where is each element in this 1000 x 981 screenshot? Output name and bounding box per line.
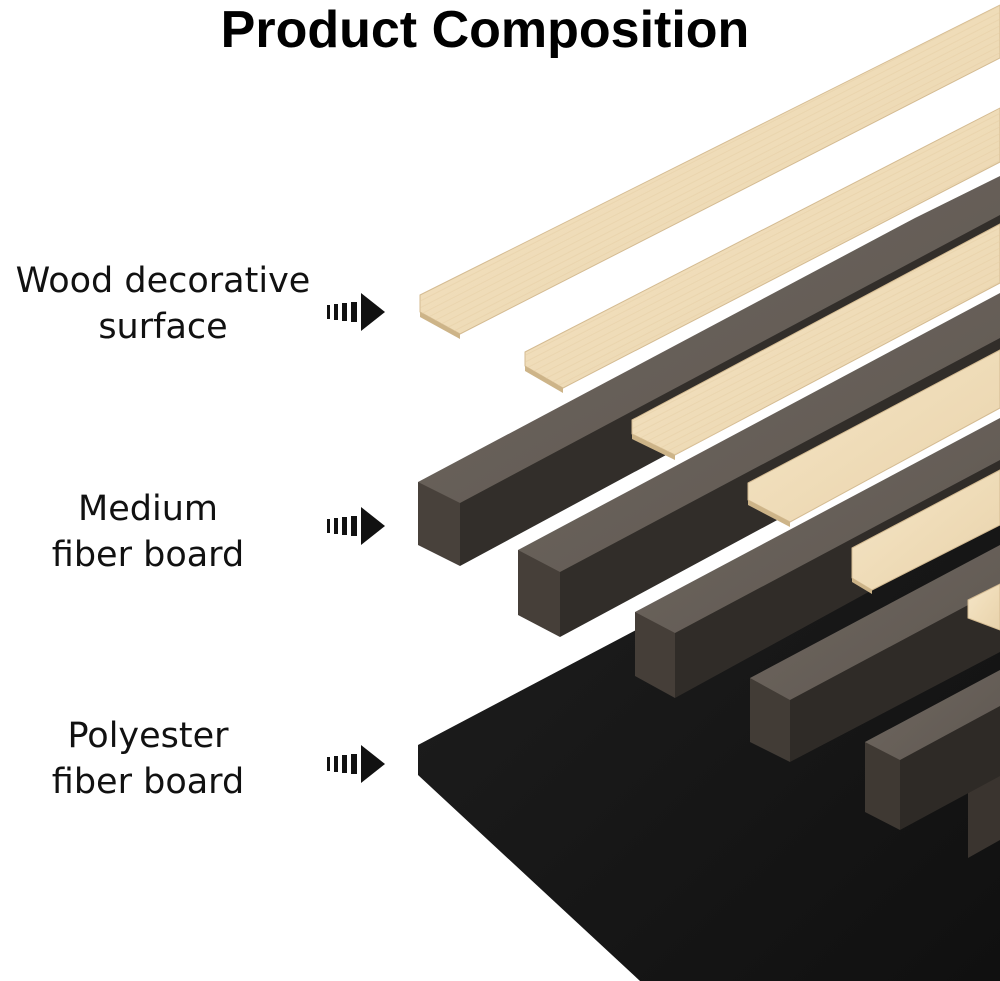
layer-label-line: Medium [0, 486, 296, 532]
layer-label-medium-fiber-board: Medium fiber board [0, 486, 296, 578]
striped-right-arrow-icon [327, 744, 389, 784]
striped-right-arrow-icon [327, 506, 389, 546]
layer-label-line: Wood decorative [0, 258, 326, 304]
layer-label-line: fiber board [0, 759, 296, 805]
layer-label-polyester-fiber-board: Polyester fiber board [0, 713, 296, 805]
layer-label-wood-surface: Wood decorative surface [0, 258, 326, 350]
layer-label-line: surface [0, 304, 326, 350]
layer-label-line: Polyester [0, 713, 296, 759]
page-title: Product Composition [0, 0, 970, 60]
striped-right-arrow-icon [327, 292, 389, 332]
layer-label-line: fiber board [0, 532, 296, 578]
